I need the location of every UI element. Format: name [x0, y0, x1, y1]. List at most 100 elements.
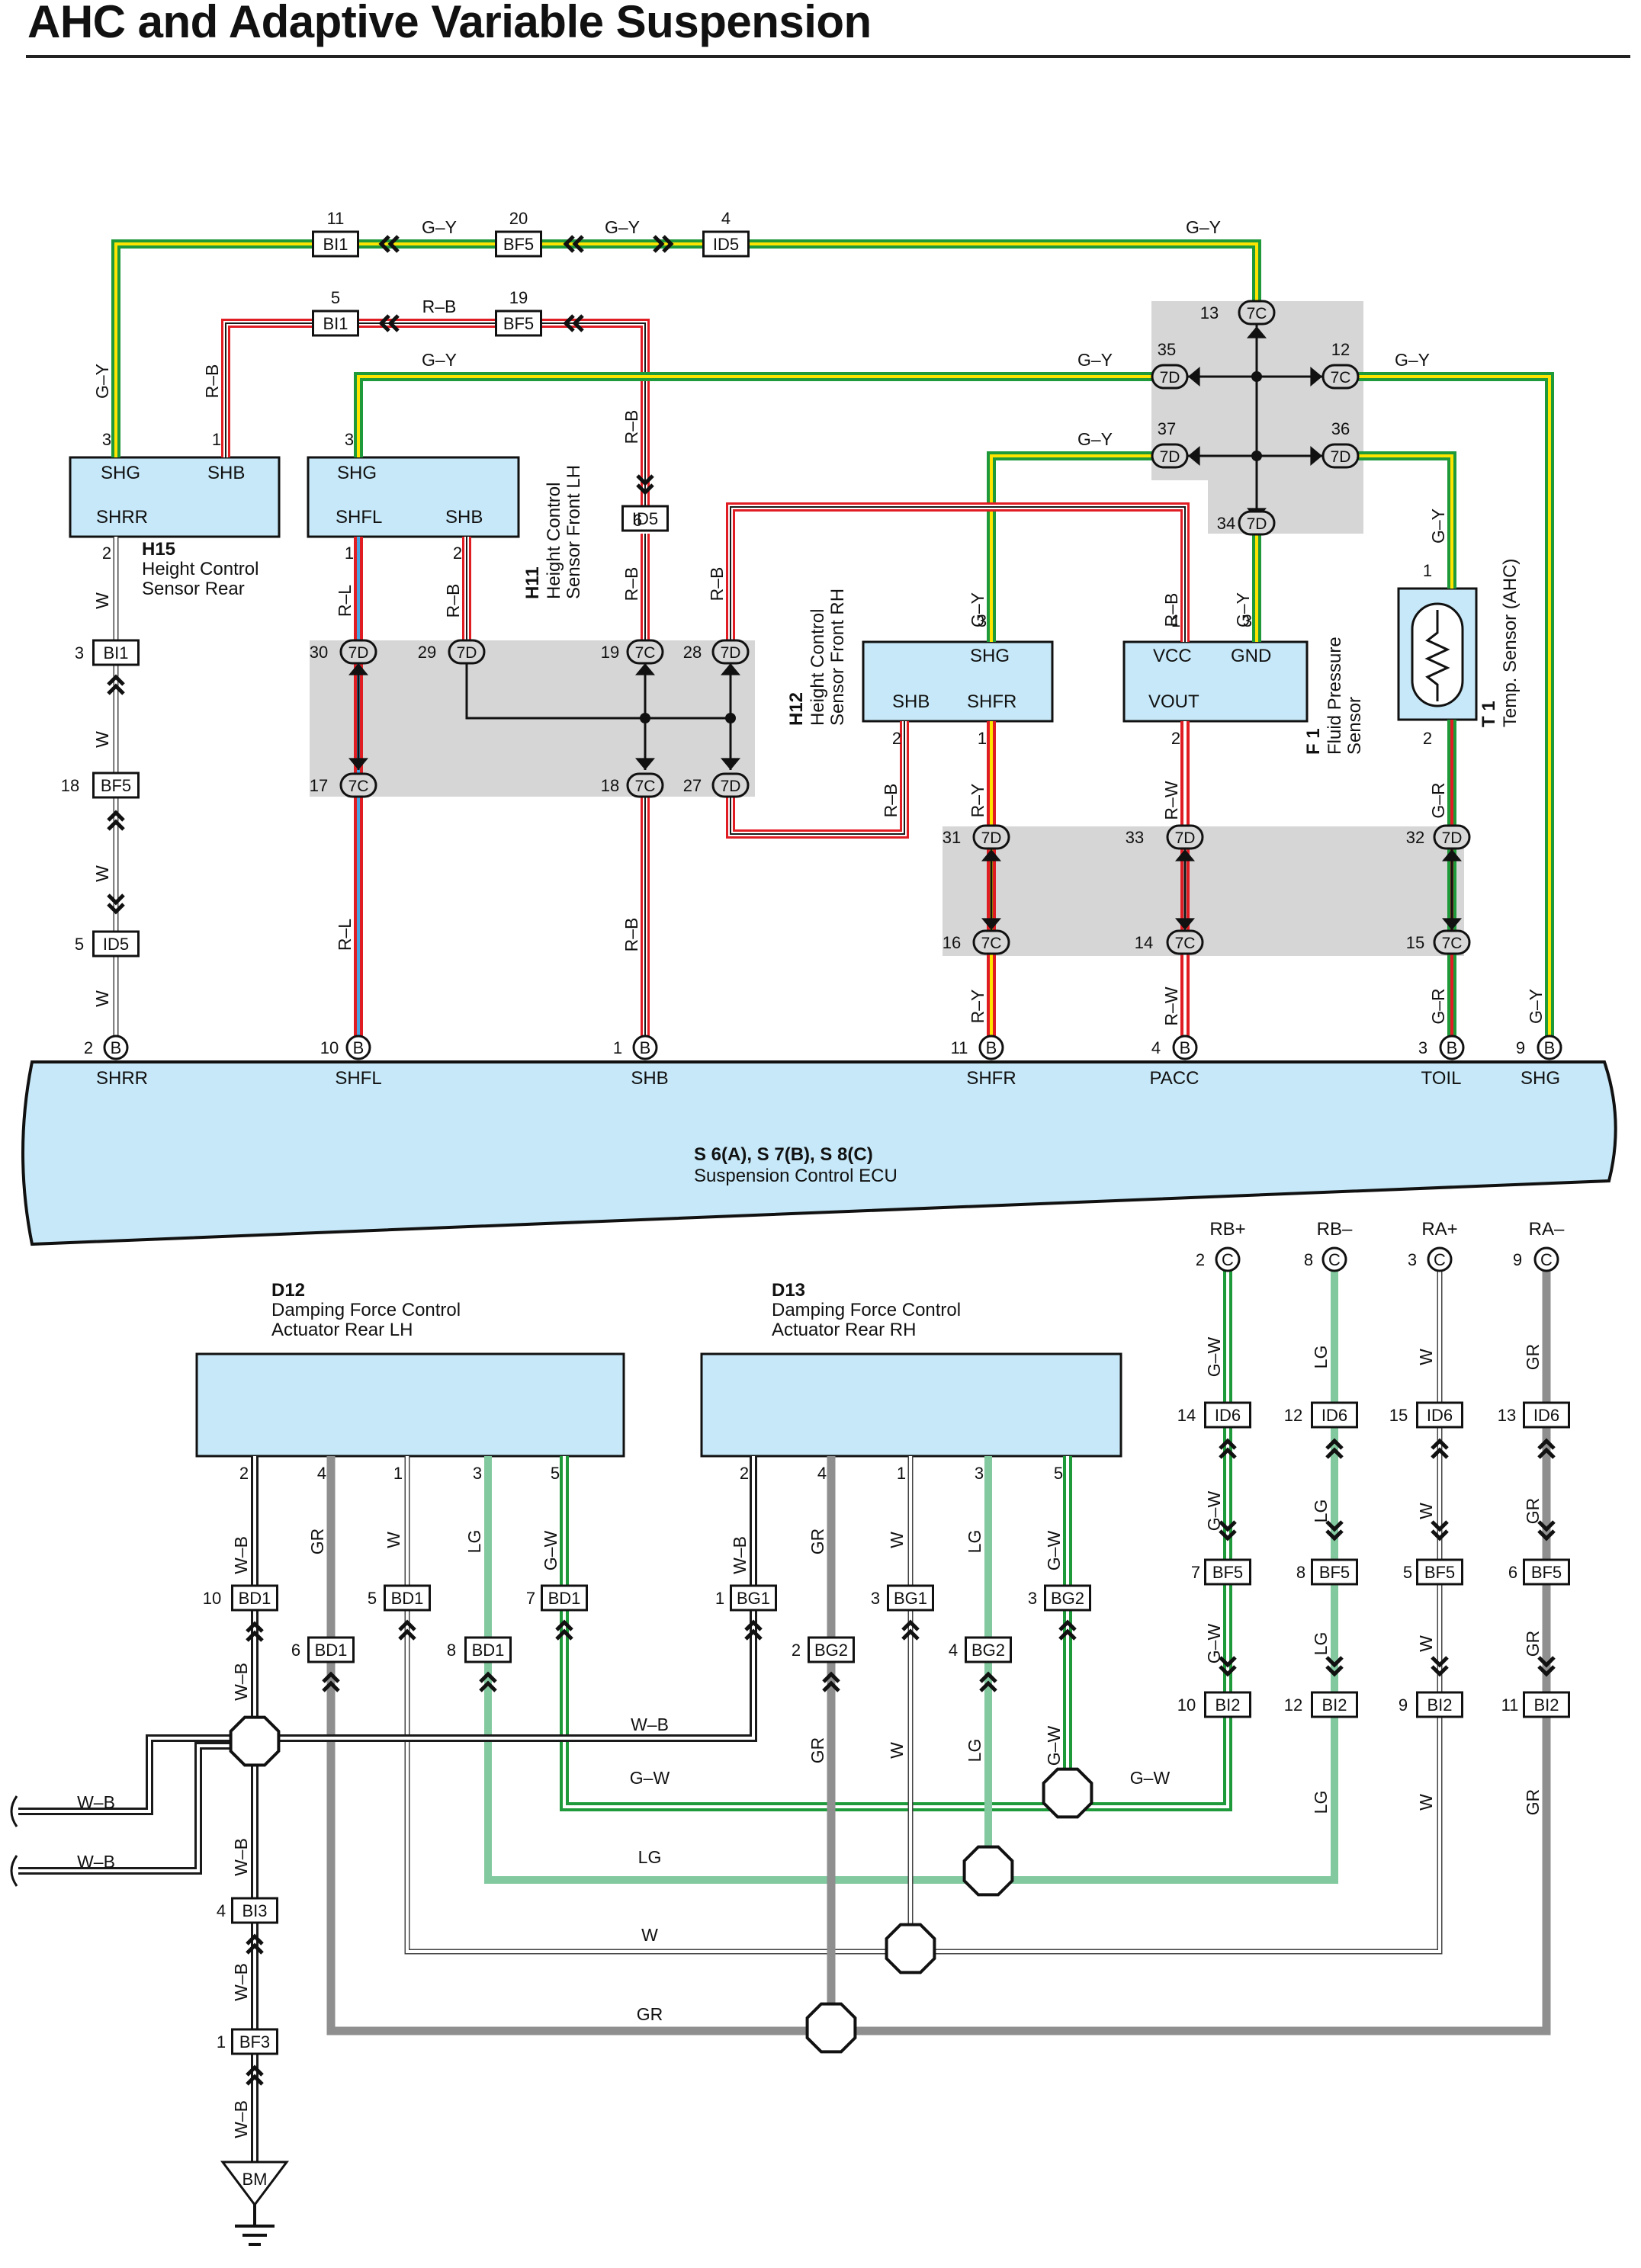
component-f1: [1122, 640, 1309, 723]
wire-color-label: R–W: [1161, 986, 1181, 1025]
ecu-pin-code: C: [1222, 1250, 1234, 1269]
pin-number: 34: [1217, 514, 1235, 533]
connector-box: [92, 772, 140, 799]
wire-color-label: GR: [1523, 1498, 1543, 1525]
pin-number: 37: [1158, 419, 1176, 438]
connector-code: BI1: [323, 235, 348, 254]
component-code: D13: [772, 1280, 805, 1301]
wire-gy-h11: [354, 372, 1170, 457]
wire-color-label: G–Y: [1526, 989, 1546, 1024]
connector-box: [1044, 1584, 1091, 1612]
wires: [18, 239, 1554, 2196]
component-name: Height Control: [808, 609, 828, 726]
connector-box: [231, 1584, 278, 1612]
wire-color-label: LG: [1311, 1632, 1331, 1656]
component-code: F 1: [1303, 728, 1324, 755]
wire-rb-h12: [730, 721, 905, 835]
wire-color-label: W–B: [77, 1792, 115, 1812]
page-title: AHC and Adaptive Variable Suspension: [27, 0, 872, 47]
wire-wb-d13: [255, 1456, 755, 1740]
ecu-pin-code: C: [1434, 1250, 1446, 1269]
ecu-pin-label: SHFL: [335, 1068, 381, 1089]
connector-chevron: [398, 1628, 416, 1641]
connector-chevron: [246, 1942, 264, 1955]
wire-color-label: W: [1416, 1349, 1436, 1365]
ecu-pin-code: B: [353, 1038, 364, 1057]
junction-code: 7C: [981, 935, 1002, 952]
pin-number: 1: [613, 1038, 622, 1057]
junction-dot: [725, 713, 736, 723]
wire-color-label: R–B: [707, 567, 727, 601]
wire-rb-vcc: [730, 506, 1186, 652]
wire-color-label: R–L: [335, 585, 355, 617]
connector-code: ID5: [713, 235, 739, 254]
pin-number: 3: [1028, 1589, 1037, 1608]
connector-chevron: [1431, 1656, 1449, 1668]
connector-code: ID5: [103, 935, 129, 954]
wire-color-label: R–L: [335, 919, 355, 951]
wire-color-label: W: [92, 865, 112, 882]
connector-box: [1523, 1558, 1570, 1586]
connector-code: BF3: [239, 2032, 270, 2051]
pin-number: 13: [1498, 1406, 1516, 1425]
wire-color-label: LG: [965, 1739, 984, 1763]
ecu-pin: [1439, 1035, 1465, 1060]
junction-arrow: [348, 663, 368, 675]
connector-chevron: [1219, 1665, 1237, 1677]
component-name: Suspension Control ECU: [694, 1166, 898, 1186]
junction-pin: [1238, 510, 1276, 536]
junction-pin: [711, 772, 750, 798]
wire-color-label: GR: [808, 1737, 827, 1764]
junction-code: 7D: [348, 644, 369, 662]
pin-number: 9: [1513, 1250, 1522, 1269]
pin-number: 3: [473, 1464, 482, 1483]
wire-gy-h12: [987, 451, 1170, 642]
connector-chevron: [1431, 1520, 1449, 1532]
component-d13: [700, 1352, 1122, 1458]
component-name: Damping Force Control: [271, 1300, 461, 1320]
connector-chevron: [636, 483, 654, 496]
pin-number: 1: [345, 544, 354, 563]
pin-number: 2: [453, 544, 462, 563]
pin-number: 20: [509, 209, 528, 228]
junction-code: 7C: [348, 778, 369, 795]
junction-pin: [1151, 443, 1189, 469]
component-name: Sensor Front RH: [827, 589, 848, 726]
connector-code: BI2: [1427, 1695, 1452, 1715]
pin-number: 27: [683, 776, 702, 795]
pin-number: 2: [792, 1641, 801, 1660]
junction-pin: [972, 929, 1010, 955]
connector-code: BD1: [315, 1641, 348, 1660]
junction-code: 7D: [1160, 369, 1180, 387]
ecu-pin-label: SHB: [631, 1068, 668, 1089]
connector-chevron: [246, 1621, 264, 1633]
wire-color-label: G–Y: [1077, 350, 1113, 370]
pin-label: SHFR: [967, 691, 1016, 712]
connector-chevron: [246, 2074, 264, 2086]
junction-pin: [972, 824, 1010, 850]
wire-color-label: G–Y: [1395, 350, 1430, 370]
connector-chevron: [378, 314, 390, 332]
pin-number: 19: [509, 288, 528, 307]
pin-number: 2: [892, 729, 901, 748]
pin-number: 18: [61, 776, 79, 795]
junction-pin: [1151, 364, 1189, 390]
wire-color-label: G–R: [1428, 988, 1448, 1024]
ecu-pin-code: C: [1540, 1250, 1553, 1269]
component-code: S 6(A), S 7(B), S 8(C): [694, 1144, 873, 1165]
connector-box: [887, 1584, 934, 1612]
pin-label: SHG: [337, 463, 377, 483]
pin-number: 1: [212, 430, 221, 449]
pin-number: 16: [943, 933, 961, 952]
wire-color-label: LG: [638, 1847, 662, 1867]
pin-number: 9: [1399, 1695, 1408, 1715]
connector-chevron: [662, 235, 674, 253]
connector-chevron: [1431, 1447, 1449, 1459]
connector-chevron: [246, 1933, 264, 1946]
wire-rb-top: [225, 322, 646, 507]
pin-number: 12: [1284, 1695, 1302, 1715]
connector-code: BG2: [1051, 1589, 1084, 1608]
pin-number: 4: [949, 1641, 958, 1660]
connector-chevron: [246, 1630, 264, 1642]
wire-color-label: G–R: [1428, 782, 1448, 818]
